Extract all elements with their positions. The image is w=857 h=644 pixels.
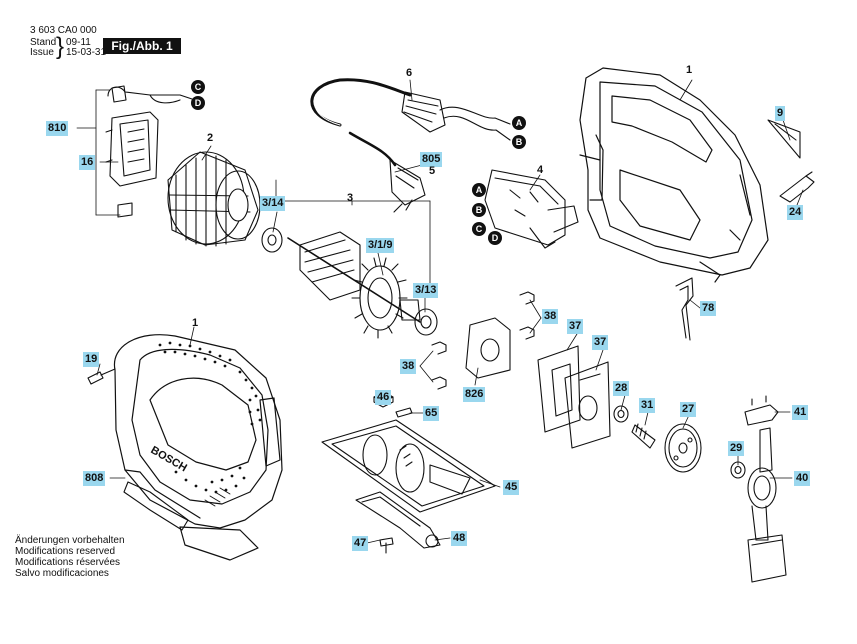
modification-notes: Änderungen vorbehalten Modifications res… xyxy=(15,535,125,579)
connector-b-cable: B xyxy=(512,135,526,149)
part-826-plate xyxy=(465,317,511,379)
callout-37-left: 37 xyxy=(567,319,584,334)
part-number: 3 603 CA0 000 xyxy=(30,25,97,36)
note-es: Salvo modificaciones xyxy=(15,568,109,579)
part-41-clamp xyxy=(744,395,779,426)
part-27-gear xyxy=(664,423,702,473)
part-9-wedge xyxy=(767,119,801,159)
callout-19: 19 xyxy=(83,352,100,367)
callout-41: 41 xyxy=(792,405,809,420)
callout-3-13: 3/13 xyxy=(413,283,439,298)
part-3-armature xyxy=(287,231,421,339)
callout-9: 9 xyxy=(775,106,786,121)
callout-48: 48 xyxy=(451,531,468,546)
callout-47: 47 xyxy=(352,536,369,551)
leader-lines xyxy=(76,79,804,544)
vent-slots xyxy=(204,487,231,507)
stand-date: 09-11 xyxy=(66,37,91,48)
part-24-slider xyxy=(779,171,815,203)
part-3-14-bearing xyxy=(261,227,283,253)
part-808-cover xyxy=(123,481,189,531)
callout-45: 45 xyxy=(503,480,520,495)
callout-31: 31 xyxy=(639,398,656,413)
brace-mark: } xyxy=(56,33,65,60)
callout-3-14: 3/14 xyxy=(260,196,286,211)
callout-40: 40 xyxy=(794,471,811,486)
figure-label: Fig./Abb. 1 xyxy=(103,38,181,54)
callout-46: 46 xyxy=(375,390,392,405)
part-31-pinion xyxy=(631,423,656,449)
part-65-key xyxy=(395,407,413,418)
stand-label: Stand xyxy=(30,37,57,48)
part-2-stator xyxy=(167,151,261,247)
connector-a-switch: A xyxy=(472,183,486,197)
callout-3-1-9: 3/1/9 xyxy=(366,238,395,253)
callout-3: 3 xyxy=(347,192,354,204)
callout-27: 27 xyxy=(680,402,697,417)
callout-16: 16 xyxy=(79,155,96,170)
callout-65: 65 xyxy=(423,406,440,421)
part-45-base-plate xyxy=(321,419,496,513)
issue-label: Issue xyxy=(30,47,54,58)
part-19-screw xyxy=(87,368,116,385)
part-47-screw xyxy=(379,537,394,554)
part-38-clips-upper xyxy=(519,291,535,340)
note-de: Änderungen vorbehalten xyxy=(15,535,125,546)
connector-d-switch: D xyxy=(488,231,502,245)
callout-29: 29 xyxy=(728,441,745,456)
callout-826: 826 xyxy=(463,387,486,402)
connector-d-brush: D xyxy=(191,96,205,110)
part-805-plug-cable xyxy=(348,131,426,213)
callout-37-right: 37 xyxy=(592,335,609,350)
callout-2: 2 xyxy=(207,132,214,144)
callout-5: 5 xyxy=(429,165,436,177)
brand-wordmark: BOSCH xyxy=(149,444,189,474)
part-78-bracket xyxy=(675,277,694,341)
note-fr: Modifications réservées xyxy=(15,557,121,568)
part-37-plates xyxy=(537,345,611,449)
note-en: Modifications reserved xyxy=(15,546,116,557)
connector-b-switch: B xyxy=(472,203,486,217)
housing-half-right xyxy=(579,67,769,283)
callout-805: 805 xyxy=(420,152,443,167)
housing-half-left xyxy=(113,334,283,561)
part-28-washer xyxy=(613,405,629,423)
issue-date: 15-03-31 xyxy=(66,47,107,58)
callout-1-upper: 1 xyxy=(686,64,693,76)
callout-78: 78 xyxy=(700,301,717,316)
part-6-cable xyxy=(310,78,511,141)
callout-1-lower: 1 xyxy=(192,317,199,329)
part-29-roller xyxy=(730,461,746,479)
connector-a-cable: A xyxy=(512,116,526,130)
part-3-13-bearing xyxy=(414,308,438,336)
callout-28: 28 xyxy=(613,381,630,396)
part-48-guard xyxy=(355,491,441,549)
callout-38-lower: 38 xyxy=(400,359,417,374)
part-810-brush-holder xyxy=(105,85,196,218)
callout-6: 6 xyxy=(406,67,413,79)
connector-c-switch: C xyxy=(472,222,486,236)
connector-c-brush: C xyxy=(191,80,205,94)
handle-grip-dots xyxy=(158,341,262,494)
callout-810: 810 xyxy=(46,121,69,136)
callout-808: 808 xyxy=(83,471,106,486)
part-40-stroke-rod xyxy=(747,427,787,583)
callout-24: 24 xyxy=(787,205,804,220)
part-4-switch xyxy=(484,169,579,249)
part-38-clips-lower xyxy=(431,341,447,390)
callout-4: 4 xyxy=(537,164,544,176)
callout-38-upper: 38 xyxy=(542,309,559,324)
